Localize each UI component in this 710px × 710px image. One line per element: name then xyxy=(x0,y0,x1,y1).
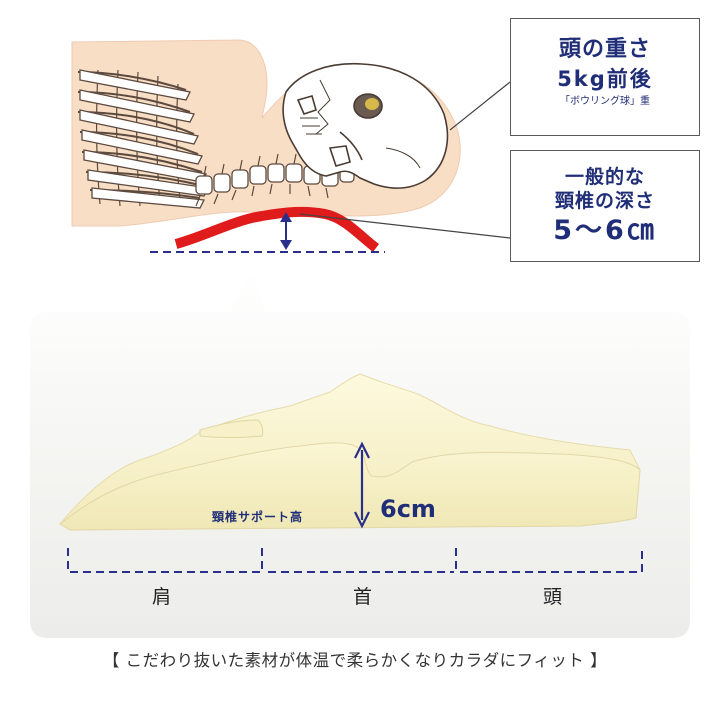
cervical-support-label: 頸椎サポート高 xyxy=(212,510,304,524)
cervical-depth-callout: 一般的な 頸椎の深さ 5～6㎝ xyxy=(510,150,700,262)
bottom-caption: 【 こだわり抜いた素材が体温で柔らかくなりカラダにフィット 】 xyxy=(102,651,608,670)
cervical-depth-title-2: 頸椎の深さ xyxy=(554,190,655,212)
cervical-depth-title-1: 一般的な xyxy=(564,166,645,188)
zone-label-shoulder: 肩 xyxy=(152,586,172,608)
head-weight-note: 「ボウリング球」重 xyxy=(560,96,650,107)
zone-label-head: 頭 xyxy=(543,586,563,608)
pointer-line-weight xyxy=(449,81,511,131)
skull xyxy=(282,62,449,189)
pointer-line-depth xyxy=(299,213,511,239)
support-height-value: 6cm xyxy=(380,495,436,523)
skeleton-illustration xyxy=(71,39,461,253)
pillow-curve xyxy=(174,206,380,252)
cervical-depth-value: 5～6㎝ xyxy=(553,215,657,246)
head-weight-value: 5kg前後 xyxy=(557,67,653,91)
zone-label-neck: 首 xyxy=(353,586,373,608)
head-weight-callout: 頭の重さ 5kg前後 「ボウリング球」重 xyxy=(510,18,700,136)
head-weight-title: 頭の重さ xyxy=(558,37,651,62)
pillow-image xyxy=(58,373,641,531)
height-arrow-icon xyxy=(354,441,370,529)
zone-dividers xyxy=(67,548,643,573)
depth-arrow-icon xyxy=(280,212,292,250)
